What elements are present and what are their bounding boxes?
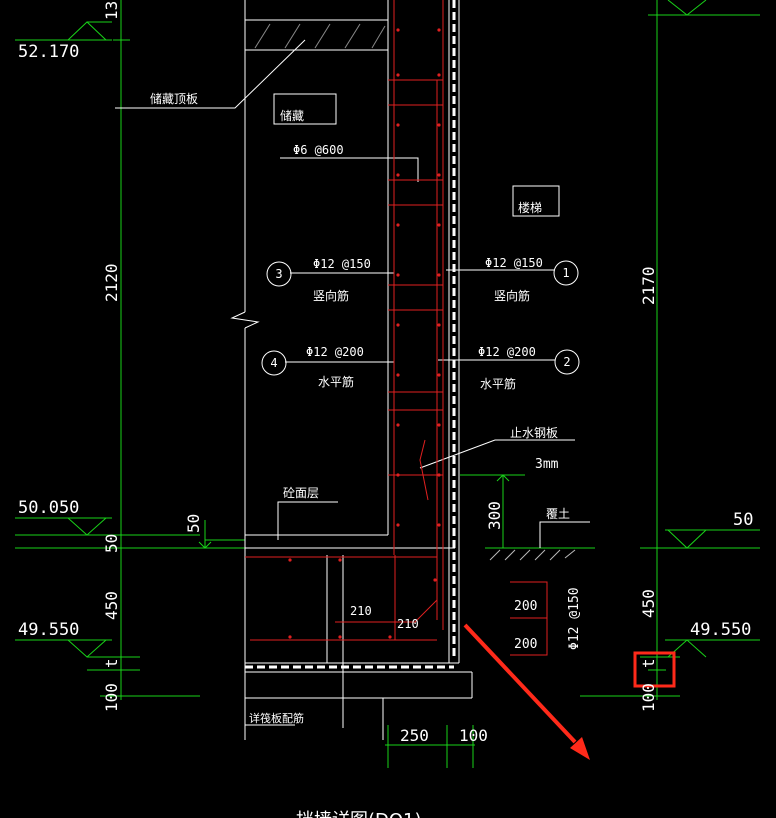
label-fill: 覆土 xyxy=(546,507,570,521)
dim-450-left: 450 xyxy=(102,591,121,620)
ground-hatch xyxy=(489,549,576,561)
elevation-50050: 50.050 xyxy=(18,498,79,518)
dim-130: 130 xyxy=(102,0,121,20)
rebar-phi12-150-vertical: Φ12 @150 xyxy=(567,587,582,650)
label-waterstop: 止水钢板 xyxy=(510,426,558,440)
dim-t-left: t xyxy=(102,658,121,668)
dim-210-a: 210 xyxy=(350,604,372,618)
rebar-phi12-150-left: Φ12 @150 xyxy=(313,257,371,271)
dim-50-left: 50 xyxy=(102,534,121,553)
arrow-shaft xyxy=(463,623,577,744)
dim-50-wall: 50 xyxy=(184,514,203,533)
dim-100-right: 100 xyxy=(639,683,658,712)
arrow-head xyxy=(570,737,590,760)
label-stair: 楼梯 xyxy=(518,200,542,215)
elevation-49550-right: 49.550 xyxy=(690,620,751,640)
drawing-title: 挡墙详图(DQ1) xyxy=(296,810,422,818)
label-3mm: 3mm xyxy=(535,457,559,472)
rebar-dots xyxy=(288,28,441,639)
dim-2120: 2120 xyxy=(102,263,121,302)
label-horizontal-left: 水平筋 xyxy=(318,374,354,389)
rebar-phi6-600: Φ6 @600 xyxy=(293,143,344,157)
dim-2170: 2170 xyxy=(639,266,658,305)
dim-300: 300 xyxy=(485,501,504,530)
highlight-annotation xyxy=(463,623,676,760)
callout-3: 3 xyxy=(275,267,282,281)
label-storage-roof: 储藏顶板 xyxy=(150,91,198,106)
label-surface-layer: 砼面层 xyxy=(283,486,319,500)
rebar-phi12-200-left: Φ12 @200 xyxy=(306,345,364,359)
rebar-linework xyxy=(245,0,548,656)
elevation-52170: 52.170 xyxy=(18,42,79,62)
label-storage: 储藏 xyxy=(280,108,304,123)
dim-100-left: 100 xyxy=(102,683,121,712)
callout-1: 1 xyxy=(562,266,569,280)
label-vertical-right: 竖向筋 xyxy=(494,288,530,303)
dim-250: 250 xyxy=(400,726,429,745)
callout-2: 2 xyxy=(563,355,570,369)
green-linework xyxy=(15,0,760,768)
callout-4: 4 xyxy=(270,356,277,370)
highlight-box xyxy=(633,651,676,688)
waterproof-layer xyxy=(245,0,456,669)
label-vertical-left: 竖向筋 xyxy=(313,288,349,303)
dim-450-right: 450 xyxy=(639,589,658,618)
dim-100-bottom: 100 xyxy=(459,726,488,745)
elevation-49550-left: 49.550 xyxy=(18,620,79,640)
white-linework xyxy=(115,0,590,740)
dim-200-a: 200 xyxy=(514,599,537,614)
label-horizontal-right: 水平筋 xyxy=(480,376,516,391)
dim-t-right: t xyxy=(639,658,658,668)
rebar-phi12-150-right: Φ12 @150 xyxy=(485,256,543,270)
dim-200-b: 200 xyxy=(514,637,537,652)
dim-50-right-top: 50 xyxy=(733,510,753,530)
dim-210-b: 210 xyxy=(397,617,419,631)
slab-hatch xyxy=(254,23,386,49)
label-raft-rebar: 详筏板配筋 xyxy=(249,711,304,725)
rebar-phi12-200-right: Φ12 @200 xyxy=(478,345,536,359)
